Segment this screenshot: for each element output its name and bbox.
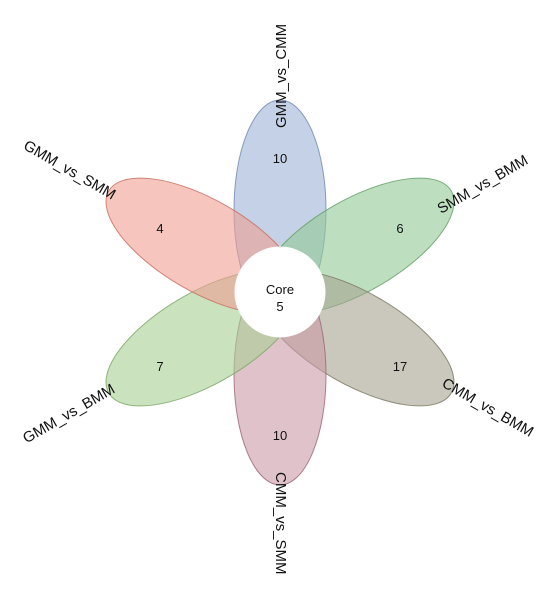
label-cmm-vs-smm: CMM_vs_SMM <box>272 472 289 575</box>
count-gmm-vs-bmm: 7 <box>156 359 163 374</box>
core-circle <box>234 246 326 338</box>
count-cmm-vs-smm: 10 <box>273 428 287 443</box>
label-gmm-vs-bmm: GMM_vs_BMM <box>20 381 118 447</box>
label-smm-vs-bmm: SMM_vs_BMM <box>435 152 532 218</box>
count-smm-vs-bmm: 6 <box>396 221 403 236</box>
label-gmm-vs-cmm: GMM_vs_CMM <box>273 24 290 128</box>
core-count: 5 <box>276 299 283 314</box>
core-label: Core <box>266 282 294 297</box>
count-cmm-vs-bmm: 17 <box>393 359 407 374</box>
count-gmm-vs-cmm: 10 <box>273 151 287 166</box>
label-gmm-vs-smm: GMM_vs_SMM <box>21 137 119 203</box>
label-cmm-vs-bmm: CMM_vs_BMM <box>439 375 536 441</box>
count-gmm-vs-smm: 4 <box>156 221 163 236</box>
